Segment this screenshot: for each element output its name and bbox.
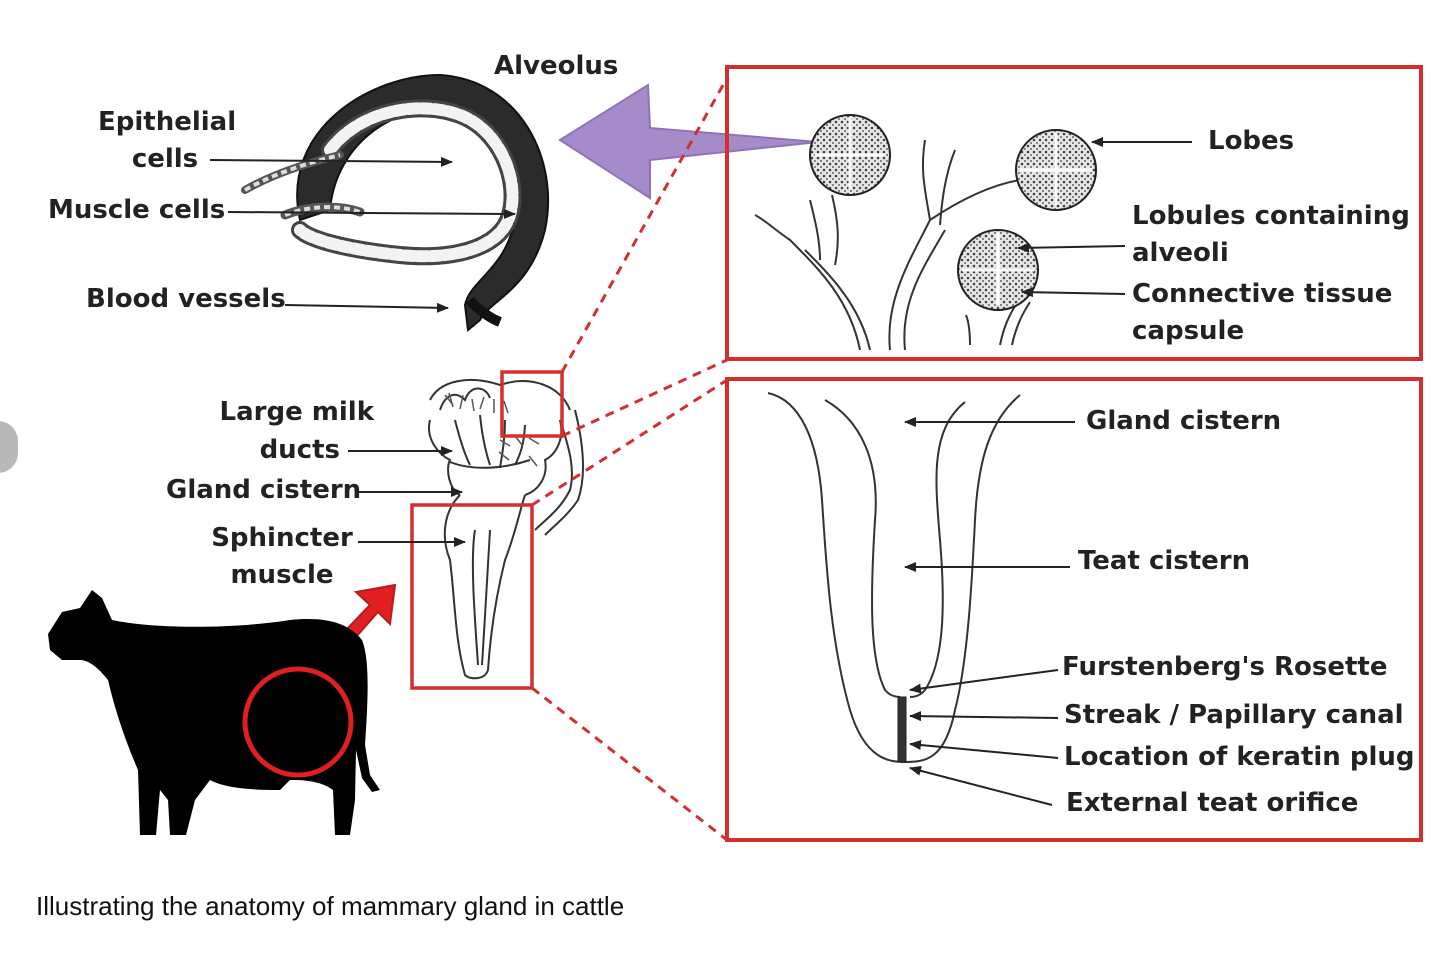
label-streak-canal: Streak / Papillary canal: [1064, 700, 1404, 730]
cow-silhouette: [48, 590, 380, 835]
label-epithelial-line1: Epithelial: [98, 107, 237, 137]
label-sphincter-line1: Sphincter: [211, 523, 353, 553]
udder-lobule-sketch: [444, 392, 540, 467]
side-scroll-handle[interactable]: [0, 421, 18, 473]
label-alveolus: Alveolus: [494, 51, 619, 81]
label-epithelial-line2: cells: [131, 144, 199, 174]
label-connective-line2: capsule: [1132, 316, 1245, 346]
label-sphincter-line2: muscle: [230, 560, 334, 590]
teat-highlight-box: [410, 503, 534, 690]
label-external-teat-orifice: External teat orifice: [1066, 788, 1359, 818]
label-lobules-line2: alveoli: [1132, 238, 1229, 268]
lobule-highlight-box: [500, 370, 564, 438]
teat-frame: [725, 377, 1423, 842]
mammary-gland-diagram: [48, 65, 1423, 842]
label-keratin-plug: Location of keratin plug: [1064, 742, 1415, 772]
teat-leaders: [904, 417, 1075, 806]
zoom-connectors: [531, 77, 729, 842]
lobes-leaders: [1017, 137, 1192, 298]
label-gland-cistern-left: Gland cistern: [166, 475, 362, 505]
lobes-illustration: [754, 114, 1097, 351]
lobes-frame: [725, 65, 1423, 361]
label-lobules-line1: Lobules containing: [1132, 201, 1410, 231]
figure-caption: Illustrating the anatomy of mammary glan…: [36, 891, 625, 921]
lobe-3: [957, 229, 1039, 311]
teat-illustration: [767, 392, 1021, 763]
streak-canal: [897, 696, 907, 763]
label-blood-vessels: Blood vessels: [86, 284, 286, 314]
label-teat-cistern: Teat cistern: [1078, 546, 1251, 576]
alveolus-cross-section: [241, 73, 550, 332]
label-muscle-cells: Muscle cells: [48, 195, 226, 225]
udder-quarter-illustration: [428, 379, 584, 680]
udder-highlight-circle: [242, 666, 354, 778]
lobe-2: [1015, 129, 1097, 211]
lobe-1: [809, 114, 891, 196]
label-gland-cistern-right: Gland cistern: [1086, 406, 1282, 436]
udder-leaders: [348, 446, 466, 547]
label-furstenbergs-rosette: Furstenberg's Rosette: [1062, 652, 1388, 682]
alveolus-leaders: [209, 156, 516, 313]
label-lobes: Lobes: [1208, 126, 1295, 156]
label-large-ducts-line1: Large milk: [219, 397, 374, 427]
label-connective-line1: Connective tissue: [1132, 279, 1393, 309]
purple-arrow: [558, 83, 819, 200]
label-large-ducts-line2: ducts: [259, 435, 340, 465]
